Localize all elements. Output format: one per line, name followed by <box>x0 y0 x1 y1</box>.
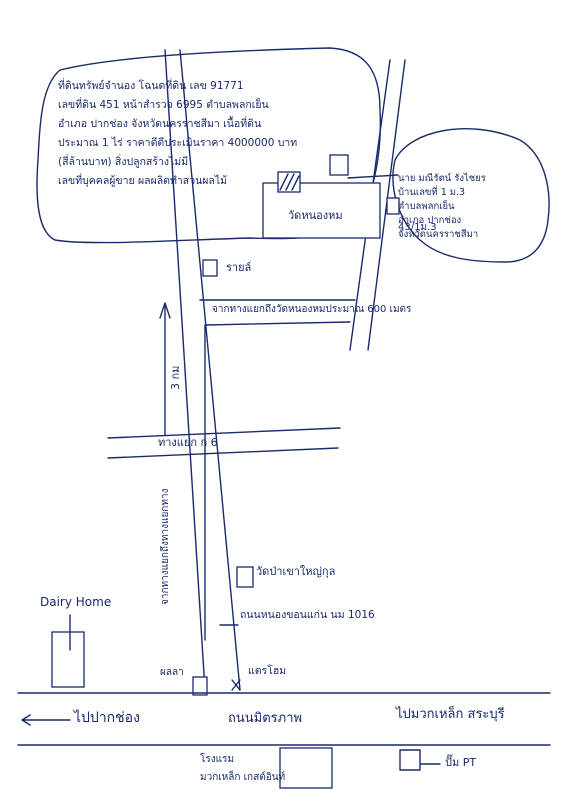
dairy-home-label: Dairy Home <box>40 595 112 609</box>
owner-note-line: นาย มณีรัตน์ รังไชยร <box>398 173 486 184</box>
lane-marker <box>202 259 218 277</box>
owner-note-line: อำเภอ ปากช่อง <box>398 215 462 226</box>
shop-left-label: ผลลา <box>160 667 184 678</box>
owner-note-line: ตำบลพลกเย็น <box>398 201 455 212</box>
crossroad-bottom <box>107 447 339 459</box>
temple-building-label: วัดหนองหม <box>288 209 343 222</box>
property-note-line: เลขที่บุคคลผู้ขาย ผลผลิตทำสวนผลไม้ <box>58 175 228 187</box>
hatched-plot <box>277 171 301 193</box>
main-road-label: ถนนมิตรภาพ <box>228 711 303 726</box>
owner-note-line: บ้านเลขที่ 1 ม.3 <box>398 187 466 198</box>
house-number-label: 43/1ม.3 <box>398 222 437 233</box>
lane-to-temple <box>199 299 356 641</box>
pump-marker <box>399 749 441 771</box>
hotel-label-line2: มวกเหล็ก เกสต์อินท์ <box>200 772 286 783</box>
temple-south-label: วัดป่าเขาใหญ่กุล <box>256 565 336 578</box>
to-left-label: ไปปากช่อง <box>74 710 140 726</box>
shop-right-label: แตรโฮม <box>248 665 287 677</box>
property-note: ที่ดินทรัพย์จำนอง โฉนดที่ดิน เลข 91771 เ… <box>58 77 368 191</box>
pump-label: ปั๊ม PT <box>445 756 477 769</box>
to-right-label: ไปมวกเหล็ก สระบุรี <box>396 707 505 722</box>
small-lane-label: รายล์ <box>226 261 252 274</box>
owner-note-bubble <box>392 128 550 263</box>
property-note-line: (สี่ล้านบาท) สิ่งปลูกสร้างไม่มี <box>58 156 189 168</box>
temple-south-marker <box>236 566 254 588</box>
plot-marker <box>329 154 349 176</box>
km-marker-label: 3 กม <box>169 365 182 390</box>
dairy-home-building <box>51 631 85 688</box>
owner-note: นาย มณีรัตน์ รังไชยร บ้านเลขที่ 1 ม.3 ตำ… <box>398 172 538 242</box>
house-marker <box>386 197 400 215</box>
road-name-label: ถนนหนองขอนแก่น นม 1016 <box>240 609 375 621</box>
property-note-line: ประมาณ 1 ไร่ ราคาตีตีประเมินราคา 4000000… <box>58 137 298 149</box>
temple-distance-label: จากทางแยกถึงวัดหนองหมประมาณ 600 เมตร <box>212 304 412 315</box>
property-note-line: ที่ดินทรัพย์จำนอง โฉนดที่ดิน เลข 91771 <box>58 80 244 92</box>
shop-left-marker <box>192 676 208 696</box>
hatch-2 <box>285 173 295 191</box>
road-vertical-right-edge <box>179 49 241 691</box>
arrow-to-left <box>21 714 71 726</box>
hatch-1 <box>279 173 289 191</box>
plot-connector <box>347 174 399 179</box>
owner-note-line: จังหวัดนครราชสีมา <box>398 229 479 240</box>
property-note-line: อำเภอ ปากช่อง จังหวัดนครราชสีมา เนื้อที่… <box>58 118 262 130</box>
crossroad-top <box>107 427 341 439</box>
north-arrow-head <box>159 302 171 319</box>
road-vertical-left-edge <box>164 49 206 691</box>
crossroad-label: ทางแยก ก 6 <box>158 436 218 449</box>
property-note-line: เลขที่ดิน 451 หน้าสำรวจ 6995 ตำบลพลกเย็น <box>58 99 269 111</box>
vertical-road-label: จากทางแยกถึงทางแยกทาง <box>160 488 171 605</box>
hotel-building <box>279 747 333 789</box>
shop-right-marker <box>231 679 241 691</box>
hotel-label-line1: โรงแรม <box>200 754 235 765</box>
hatch-3 <box>291 175 300 191</box>
